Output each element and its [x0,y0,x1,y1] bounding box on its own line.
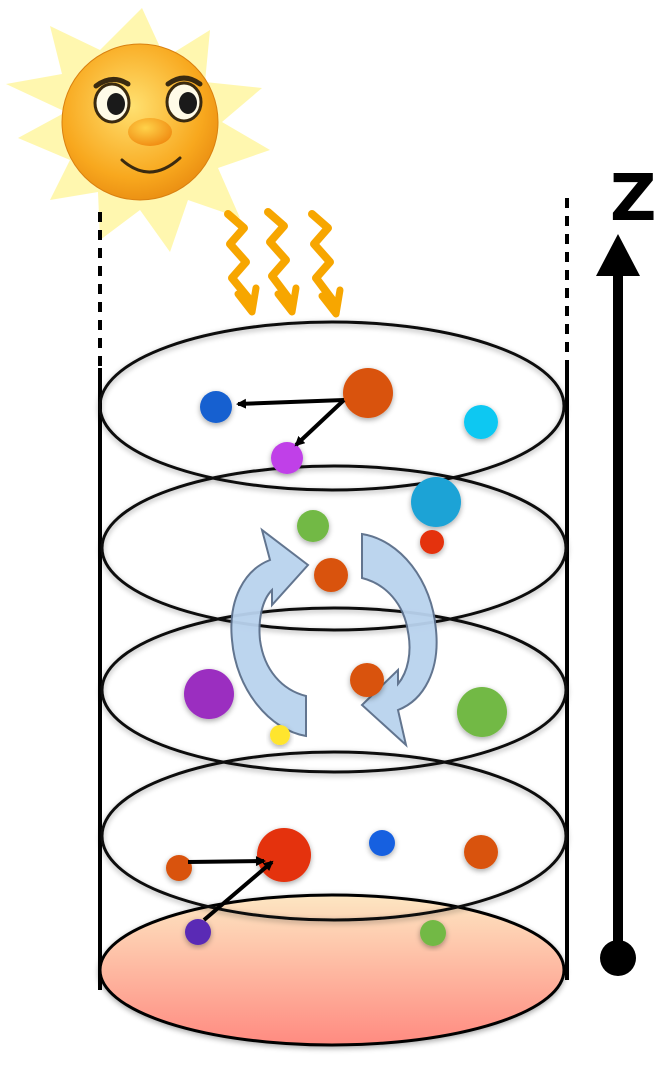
particle-blue-low [369,830,395,856]
particle-blue-top [200,391,232,423]
mixing-arrows [230,527,438,748]
particle-yellow [270,725,290,745]
particle-teal-large [411,477,461,527]
mixing-arrow-right [360,532,438,748]
solar-radiation-arrows [224,208,344,318]
reaction-arrows [187,398,346,922]
mixing-arrow-left [230,527,310,738]
radiation-arrow-2 [264,208,294,304]
particle-orange-mid2 [350,663,384,697]
particle-green-upper [297,510,329,542]
reaction-arrow-top-down [294,398,346,447]
column-walls [98,198,569,990]
particle-purple-large [184,669,234,719]
particle-green-large [457,687,507,737]
reaction-arrow-top-left [236,398,345,409]
particle-indigo-bottom [185,919,211,945]
z-axis-arrowhead [596,234,640,276]
particle-green-bottom [420,920,446,946]
particle-orange-mid [314,558,348,592]
radiation-arrow-1 [224,210,254,304]
particle-orange-low-right [464,835,498,869]
z-axis: Z [596,162,655,976]
reaction-arrow-low-up [202,860,274,922]
particle-orange-top [343,368,393,418]
ground-surface [98,893,566,1047]
z-axis-origin [600,940,636,976]
particles [166,368,507,946]
atmosphere-layers [98,320,568,922]
radiation-arrow-3 [308,210,338,306]
sun-icon [6,8,270,252]
particle-orange-low-left [166,855,192,881]
particle-red-large [257,828,311,882]
particle-cyan-top [464,405,498,439]
layer-1 [98,320,566,492]
particle-red-small [420,530,444,554]
particle-magenta-top [271,442,303,474]
z-axis-label: Z [610,162,655,236]
layer-2 [100,464,568,632]
layer-4 [100,750,568,922]
reaction-arrow-low-right [187,856,266,867]
layer-3 [100,606,568,774]
